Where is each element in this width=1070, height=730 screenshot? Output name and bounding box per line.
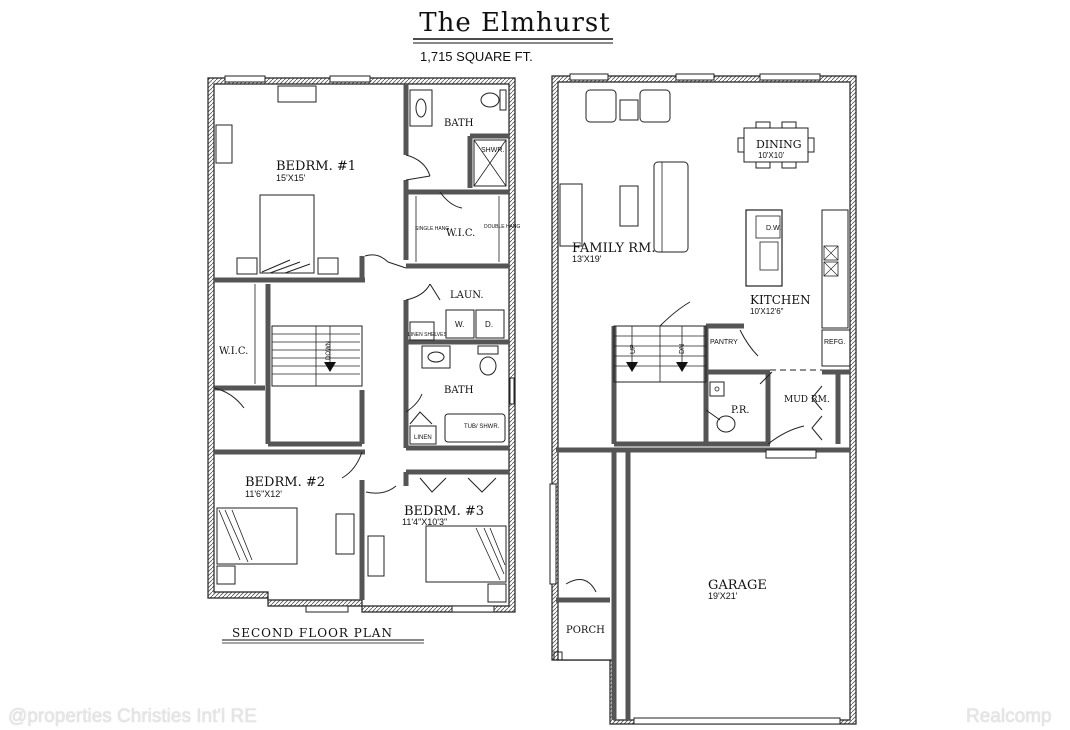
first-floor-plan [549,73,857,725]
label-linen: LINEN [414,435,432,441]
room-dims-kitchen: 10'X12'6" [750,307,784,316]
room-label-bedroom-3: BEDRM. #3 [404,504,484,519]
label-single-hang: SINGLE HANG [415,226,449,232]
room-dims-family: 13'X19' [572,254,602,264]
room-label-family: FAMILY RM. [572,241,655,256]
label-linen-shelves: LINEN SHELVES [408,332,447,338]
plan-title: The Elmhurst [419,8,610,38]
room-label-bath-top: BATH [444,118,474,129]
room-label-bath-mid: BATH [444,385,474,396]
room-label-wic-left: W.I.C. [219,346,248,357]
room-dims-garage: 19'X21' [708,591,738,601]
label-refrigerator: REFG. [824,339,845,346]
room-dims-dining: 10'X10' [758,151,785,160]
room-label-mud: MUD RM. [784,395,830,405]
stair-label-up: UP [630,344,637,354]
label-pantry: PANTRY [710,339,738,346]
label-dishwasher: D.W. [766,225,781,232]
room-dims-bedroom-3: 11'4"X10'3" [402,517,447,527]
room-label-bedroom-2: BEDRM. #2 [245,475,325,490]
room-label-garage: GARAGE [708,578,767,593]
square-footage: 1,715 SQUARE FT. [420,49,533,64]
watermark-broker: @properties Christies Int'l RE [8,706,257,727]
stair-label-down-first: DN [679,344,686,354]
room-label-laundry: LAUN. [450,290,484,301]
second-floor-caption: SECOND FLOOR PLAN [232,626,393,640]
room-label-kitchen: KITCHEN [750,293,811,307]
room-label-wic-top: W.I.C. [446,228,475,239]
room-label-bedroom-1: BEDRM. #1 [276,159,356,174]
room-label-shower: SHWR. [481,147,504,154]
room-label-powder: P.R. [731,405,750,416]
room-dims-bedroom-1: 15'X15' [276,173,306,183]
label-dryer: D. [485,320,493,329]
room-dims-bedroom-2: 11'6"X12' [245,489,282,499]
label-washer: W. [455,320,464,329]
second-floor-plan [207,75,516,613]
label-tub-shower: TUB/ SHWR. [464,424,500,430]
watermark-realcomp: Realcomp [966,706,1052,727]
stair-label-down: DOWN [326,341,332,360]
room-label-porch: PORCH [566,625,605,636]
room-label-dining: DINING [756,138,802,151]
label-double-hang: DOUBLE HANG [484,224,521,230]
